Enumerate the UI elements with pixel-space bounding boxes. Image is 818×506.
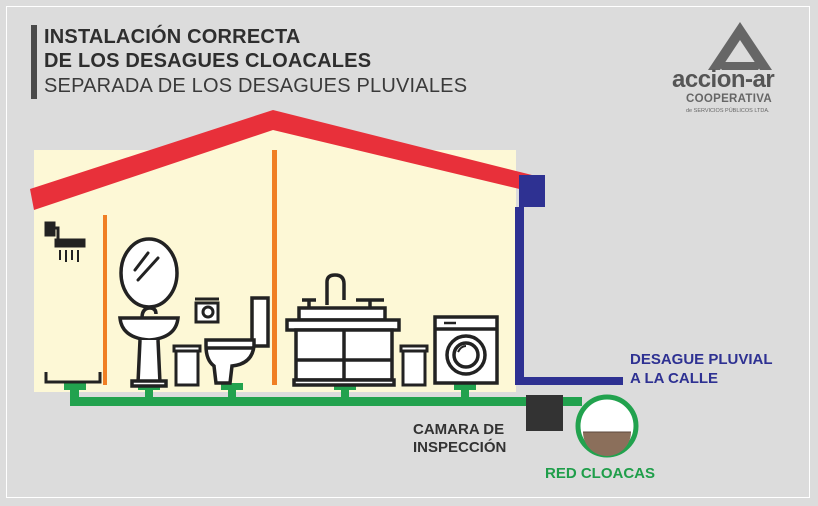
roof — [30, 110, 532, 210]
floor-drain-icon — [44, 372, 102, 384]
toilet-icon — [204, 296, 270, 385]
mirror-icon — [119, 237, 179, 309]
shower-icon — [44, 221, 86, 262]
frame-border — [6, 6, 810, 498]
rain-downpipe — [515, 175, 623, 385]
kitchen-sink-icon — [285, 273, 401, 387]
washbasin-icon — [118, 306, 180, 388]
sewer-network-label: RED CLOACAS — [545, 465, 656, 482]
partition-wall-1 — [103, 215, 107, 385]
title-line-3: SEPARADA DE LOS DESAGUES PLUVIALES — [44, 75, 468, 97]
logo-name: accion-ar — [672, 66, 775, 93]
title-line-2: DE LOS DESAGUES CLOACALES — [44, 50, 372, 72]
bin-icon — [172, 344, 202, 387]
logo-subtitle: de SERVICIOS PÚBLICOS LTDA. — [686, 108, 770, 114]
title-accent-bar — [31, 25, 37, 99]
washing-machine-icon — [433, 315, 499, 385]
rain-drain-label-line-1: DESAGUE PLUVIAL — [630, 351, 773, 368]
accion-ar-logo-icon — [708, 22, 772, 70]
title-line-1: INSTALACIÓN CORRECTA — [44, 26, 301, 48]
logo-cooperative: COOPERATIVA — [686, 93, 772, 105]
rain-drain-label-line-2: A LA CALLE — [630, 370, 719, 387]
partition-wall-2 — [272, 150, 277, 385]
inspection-chamber — [526, 395, 563, 431]
inspection-chamber-label-line-1: CAMARA DE — [413, 421, 505, 438]
bin-icon — [399, 344, 429, 387]
inspection-chamber-label-line-2: INSPECCIÓN — [413, 439, 507, 456]
toilet-paper-icon — [194, 297, 220, 324]
sewer-network-main — [575, 394, 639, 458]
